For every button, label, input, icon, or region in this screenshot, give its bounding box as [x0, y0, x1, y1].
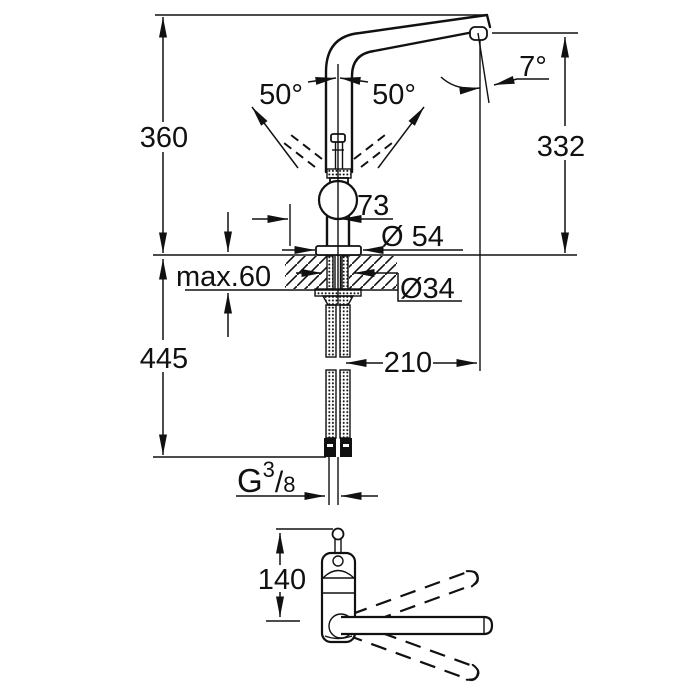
- hose-left-lower: [325, 369, 337, 439]
- thread-denominator: 8: [283, 472, 295, 497]
- dim-7-leader: [493, 75, 549, 86]
- dim-label-max-deck-thickness: max.60: [176, 261, 271, 293]
- spout-inner-edge: [350, 29, 481, 174]
- dim-label-hose-length: 445: [140, 343, 188, 375]
- thread-numerator: 3: [263, 457, 275, 482]
- shank-thread-left: [326, 255, 334, 290]
- mounting-washer: [314, 288, 362, 297]
- thread-prefix: G: [237, 462, 263, 499]
- plan-cartridge-pin: [332, 555, 344, 567]
- dim-34-leader: [397, 273, 462, 302]
- dimension-445: 445: [140, 259, 188, 455]
- plan-ghost-lower: [351, 622, 480, 682]
- plan-faucet-body: [320, 527, 494, 644]
- plan-view: 140: [258, 527, 494, 682]
- plan-ghost-upper: [351, 570, 479, 629]
- dim-label-base-diameter: Ø 54: [381, 221, 444, 253]
- lever-swing-ghosts: [283, 134, 393, 168]
- dimension-d34: Ø34: [296, 269, 462, 305]
- mounting-nut: [321, 295, 355, 306]
- ghost-lever-right-edge-b: [353, 134, 386, 160]
- dim-label-spout-reach: 210: [384, 347, 432, 379]
- dim-7-arc: [440, 76, 481, 95]
- thread-slash: /: [275, 466, 284, 499]
- hose-right-upper: [339, 304, 351, 358]
- dimension-360: 360: [140, 17, 188, 253]
- hose-left-upper: [325, 304, 337, 358]
- connector-slit-left: [327, 444, 333, 447]
- dim-label-outlet-height: 332: [537, 131, 585, 163]
- dimension-50-right: 50°: [339, 76, 425, 169]
- dim-label-supply-thread: G3/8: [237, 457, 296, 499]
- tilt-axis-line: [477, 32, 490, 104]
- faucet-side: [314, 13, 492, 505]
- reference-lines: [153, 14, 578, 458]
- hose-connector-left: [324, 438, 336, 457]
- dim-label-swing-right: 50°: [372, 79, 416, 111]
- dimension-g38: G3/8: [236, 457, 378, 500]
- dimension-73: 73: [252, 190, 393, 223]
- plan-body-bottom-line: [324, 635, 353, 640]
- spout-outer-edge: [324, 13, 492, 174]
- connector-slit-right: [343, 444, 349, 447]
- ghost-lever-left-edge-b: [290, 134, 323, 160]
- dimension-140: 140: [258, 528, 333, 622]
- dimension-210: 210: [346, 347, 477, 379]
- dim-label-swing-left: 50°: [259, 79, 303, 111]
- dim-50R-arrow: [339, 76, 369, 85]
- dim-label-spout-tilt: 7°: [519, 51, 547, 83]
- side-view: 360 445 max.60 50° 50° 7°: [140, 13, 585, 505]
- dim-50L-arrow: [307, 76, 337, 85]
- dimension-7deg: 7°: [440, 51, 549, 95]
- dim-50R-diagonal: [377, 106, 425, 169]
- dim-label-depth: 140: [258, 564, 306, 596]
- hose-connector-right: [340, 438, 352, 457]
- dim-label-handle-offset: 73: [357, 190, 389, 222]
- dimension-332: 332: [537, 37, 585, 253]
- hose-right-lower: [339, 369, 351, 439]
- dim-label-total-height: 360: [140, 122, 188, 154]
- shank-thread-right: [341, 255, 349, 290]
- ghost-lever-left-edge-a: [283, 142, 316, 168]
- plan-ghost-upper-cap: [465, 570, 479, 588]
- plan-dome-arc: [322, 569, 355, 579]
- lever-collar: [326, 168, 352, 179]
- plan-lever-pin: [331, 527, 345, 541]
- dimension-max60: max.60: [176, 212, 271, 337]
- dim-50L-diagonal: [251, 106, 299, 169]
- dimension-d54: Ø 54: [282, 221, 463, 254]
- plan-spout-bar: [341, 615, 494, 636]
- dimension-50-left: 50°: [251, 76, 337, 169]
- ghost-lever-right-edge-a: [360, 142, 393, 168]
- plan-ghost-lower-cap: [465, 663, 480, 681]
- dim-label-hole-diameter: Ø34: [400, 273, 455, 305]
